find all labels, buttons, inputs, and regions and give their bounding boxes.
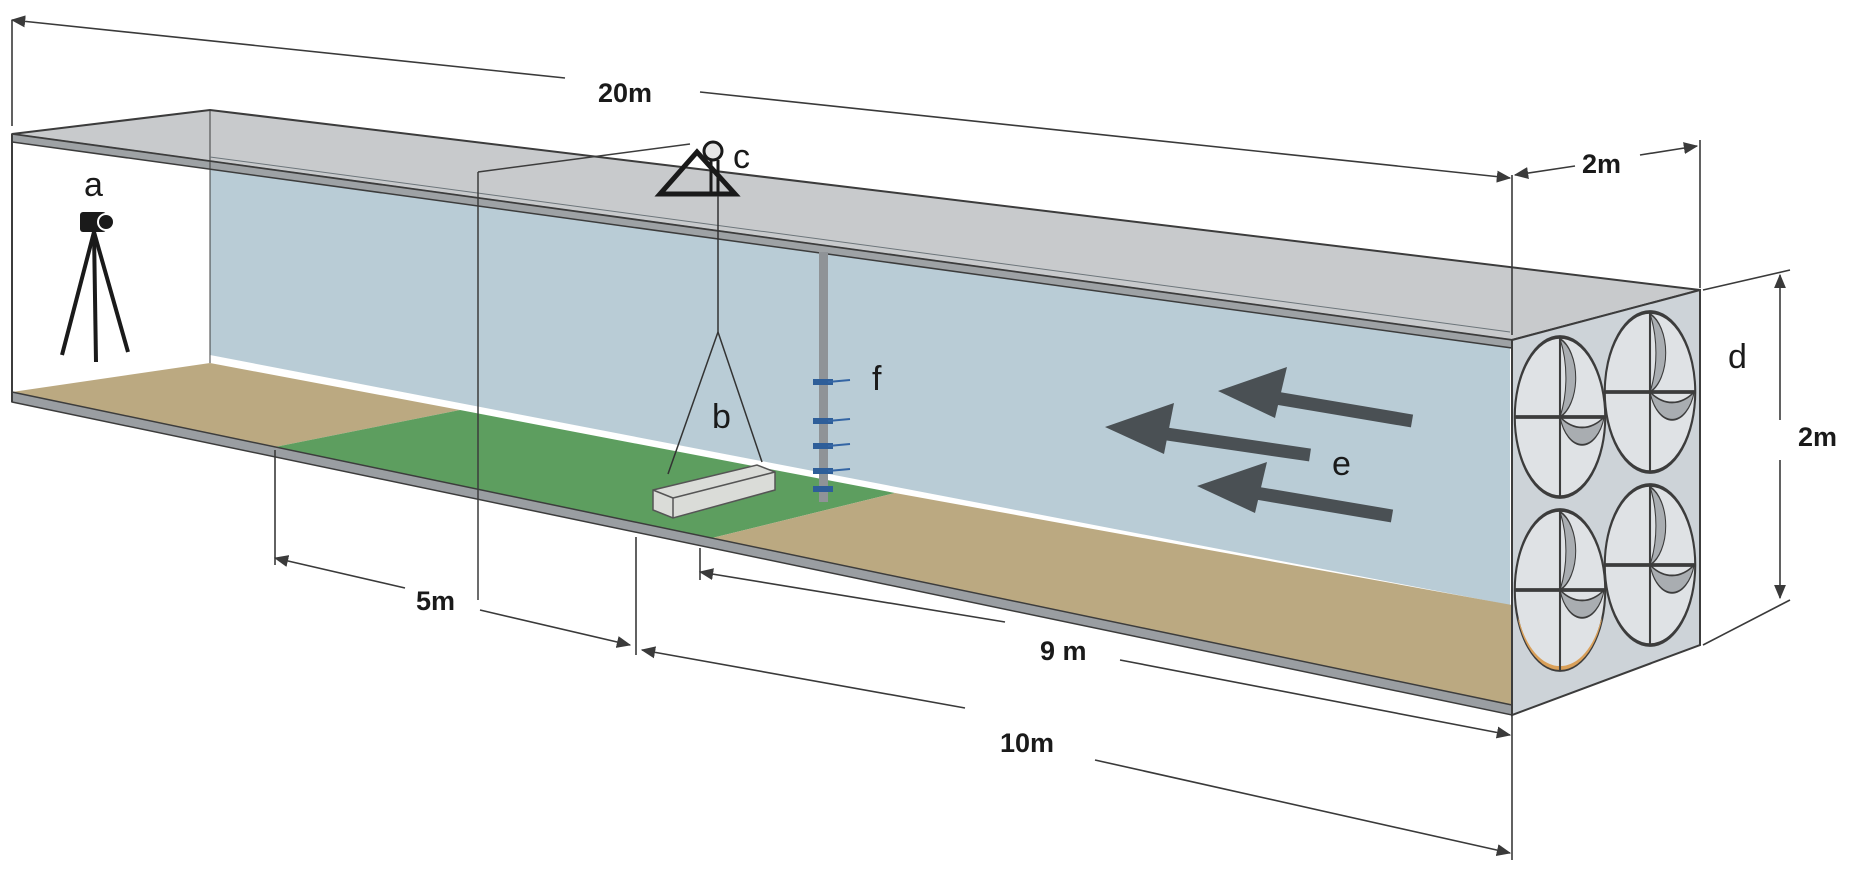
fan-icon bbox=[1513, 508, 1607, 672]
wind-arrow-icon bbox=[1105, 367, 1414, 523]
dim-center-distance: 10m bbox=[1000, 728, 1054, 758]
label-pulley: c bbox=[733, 138, 750, 176]
floor-sand-front bbox=[712, 493, 1512, 705]
anemometer-mast bbox=[813, 252, 851, 502]
floor-sand-back bbox=[12, 363, 460, 447]
fan-panel bbox=[1511, 288, 1701, 717]
dim-height: 2m bbox=[1798, 422, 1837, 452]
sand-sample-rig bbox=[652, 196, 776, 519]
dim-sensor-distance: 9 m bbox=[1040, 636, 1087, 666]
fan-icon bbox=[1603, 310, 1697, 474]
camera-tripod-icon bbox=[60, 212, 130, 363]
floor-green bbox=[275, 410, 895, 538]
back-wall bbox=[210, 157, 1510, 605]
label-fan-array: d bbox=[1728, 338, 1747, 376]
sand-sample-tray bbox=[652, 464, 776, 519]
pulley-icon bbox=[654, 140, 741, 197]
fan-icon bbox=[1513, 335, 1607, 499]
dimension-lines bbox=[10, 15, 1791, 860]
dim-width: 2m bbox=[1582, 149, 1621, 179]
label-camera: a bbox=[84, 166, 103, 204]
tunnel-body bbox=[11, 108, 1701, 716]
label-wind-direction: e bbox=[1332, 445, 1351, 483]
label-anemometer-mast: f bbox=[872, 360, 882, 398]
label-sand-sample: b bbox=[712, 398, 731, 436]
dim-green-section: 5m bbox=[416, 586, 455, 616]
dim-total-length: 20m bbox=[598, 78, 652, 108]
fan-icon bbox=[1603, 483, 1697, 647]
